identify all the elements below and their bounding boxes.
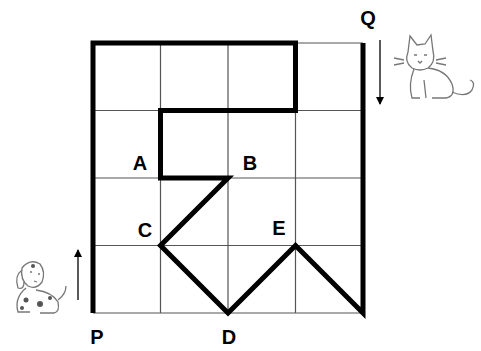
dog-face	[30, 272, 40, 282]
dog-body	[17, 286, 66, 313]
point-label: E	[272, 218, 285, 238]
point-label: D	[222, 327, 236, 347]
point-label: Q	[360, 8, 376, 28]
grid-line	[93, 245, 363, 246]
cat-head	[407, 35, 434, 70]
point-label: B	[243, 153, 257, 173]
direction-arrow	[379, 40, 380, 104]
thick-path	[93, 43, 363, 313]
dog-spots	[20, 264, 52, 310]
point-label: C	[138, 220, 152, 240]
dog-drawing	[17, 262, 66, 313]
cat-body	[410, 68, 453, 98]
grid-line	[296, 42, 364, 43]
cat-face	[414, 55, 427, 63]
direction-arrow	[77, 250, 78, 300]
point-label: P	[90, 327, 103, 347]
dog-head	[22, 262, 44, 288]
cat-tail	[452, 80, 474, 95]
dog-ear	[17, 270, 24, 288]
cat-drawing	[394, 35, 474, 98]
grid	[93, 43, 363, 313]
point-label: A	[133, 153, 147, 173]
cat-whiskers	[394, 58, 446, 65]
